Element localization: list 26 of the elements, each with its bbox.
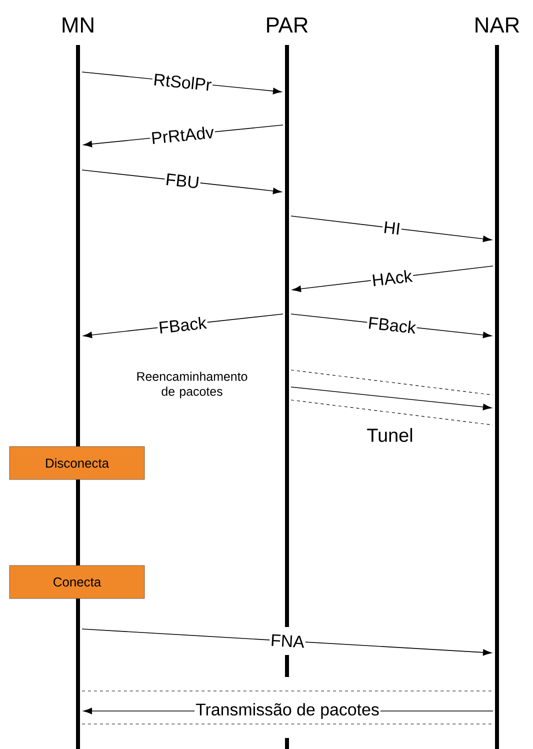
edge-label: HI bbox=[384, 221, 400, 235]
note-text: Reencaminhamento de pacotes bbox=[137, 372, 248, 398]
state-box: Disconecta bbox=[9, 446, 145, 480]
dashed-line bbox=[290, 370, 494, 396]
edge-label: PrRtAdv bbox=[152, 126, 214, 144]
lifeline bbox=[76, 480, 80, 566]
lifeline bbox=[495, 45, 499, 749]
edge-label: HAck bbox=[372, 270, 413, 286]
lifeline bbox=[76, 598, 80, 749]
dashed-line bbox=[290, 400, 494, 426]
lifeline-header: NAR bbox=[476, 17, 520, 33]
message-arrow bbox=[290, 216, 492, 242]
edge-label: FBack bbox=[368, 316, 416, 334]
message-arrow bbox=[290, 386, 492, 410]
dashed-line bbox=[82, 690, 494, 692]
message-arrow bbox=[82, 628, 492, 656]
state-box: Conecta bbox=[9, 565, 145, 599]
edge-label: FBU bbox=[166, 173, 199, 188]
edge-label: RtSolPr bbox=[154, 74, 212, 91]
lifeline-header: PAR bbox=[267, 17, 308, 33]
lifeline bbox=[76, 45, 80, 446]
edge-label: Transmissão de pacotes bbox=[196, 703, 379, 719]
edge-label: FNA bbox=[272, 634, 304, 648]
tunnel-label: Tunel bbox=[367, 428, 412, 442]
edge-label: FBack bbox=[159, 316, 208, 334]
lifeline-header: MN bbox=[62, 17, 94, 33]
